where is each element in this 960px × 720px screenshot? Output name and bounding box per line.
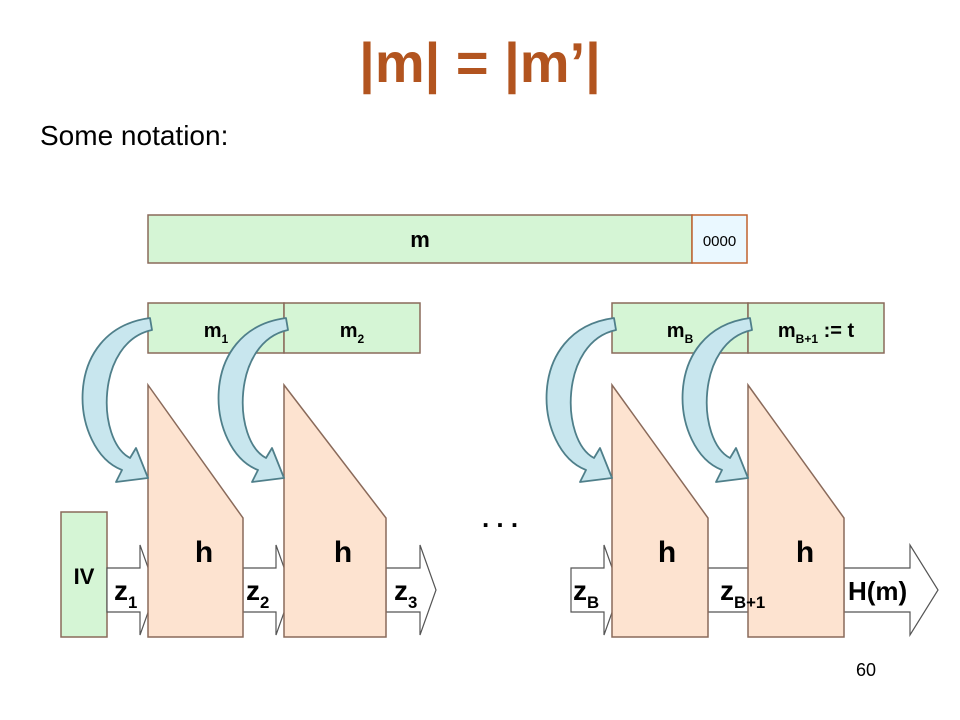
feed-arrow-B: [545, 317, 617, 483]
chain-arrow-z3: [385, 544, 437, 636]
zB-label: zB: [573, 575, 599, 612]
output-arrow: [843, 542, 939, 638]
message-label: m: [410, 227, 430, 252]
feed-arrow-1: [81, 317, 153, 483]
h-box-2: [283, 382, 387, 638]
slide-number: 60: [856, 660, 877, 680]
compression-functions: h h h h: [147, 382, 845, 638]
h-label-B-plus-1: h: [796, 536, 814, 569]
chain-labels: z1 z2 z3 zB zB+1 H(m): [114, 575, 907, 612]
h-label-B: h: [658, 536, 676, 569]
iv-box: IV: [60, 511, 108, 638]
zB1-label: zB+1: [720, 575, 765, 612]
h-label-1: h: [195, 536, 213, 569]
h-label-2: h: [334, 536, 352, 569]
h-box-B: [611, 382, 709, 638]
block-B-plus-1-label: mB+1 := t: [778, 320, 855, 346]
block-2-label: m2: [340, 320, 365, 346]
iv-label: IV: [74, 564, 95, 589]
slide-title: |m| = |m’|: [359, 31, 601, 94]
h-box-1: [147, 382, 244, 638]
message-bar: m 0000: [147, 214, 748, 264]
block-B-label: mB: [667, 320, 694, 346]
ellipsis: . . .: [482, 503, 518, 533]
subtitle: Some notation:: [40, 120, 229, 151]
output-label: H(m): [848, 576, 907, 606]
z2-label: z2: [246, 575, 269, 612]
z3-label: z3: [394, 575, 417, 612]
message-body: [147, 214, 693, 264]
block-1-label: m1: [204, 320, 229, 346]
block-B-plus-1: [747, 302, 885, 354]
block-2: [283, 302, 421, 354]
h-box-B-plus-1: [747, 382, 845, 638]
padding-label: 0000: [703, 233, 736, 250]
z1-label: z1: [114, 575, 137, 612]
padding-box: [691, 214, 748, 264]
